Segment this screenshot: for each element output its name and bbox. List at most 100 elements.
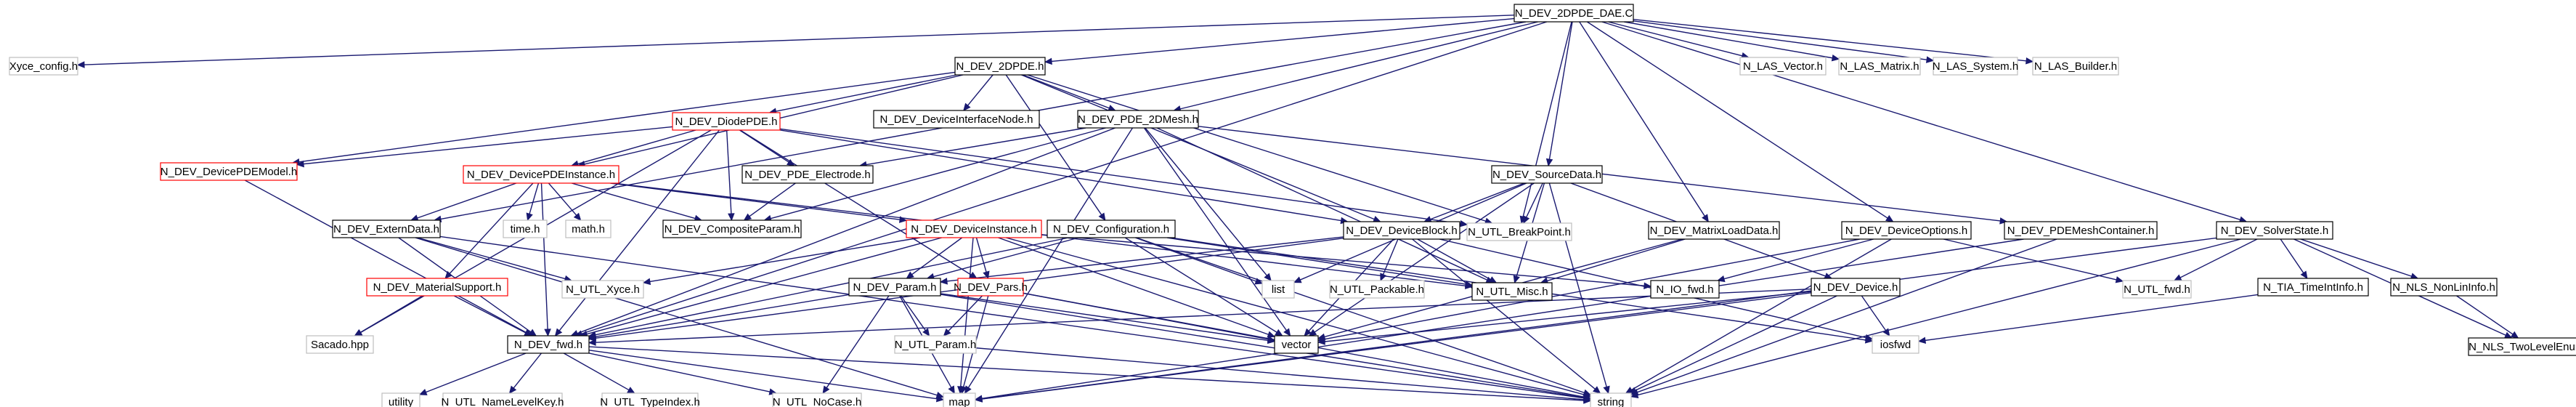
node-label: N_UTL_fwd.h — [2124, 283, 2190, 296]
node-nls-two-level[interactable]: N_NLS_TwoLevelEnum.h — [2468, 337, 2576, 356]
node-label: Sacado.hpp — [311, 339, 369, 351]
edge-tia_time_int-to-iosfwd — [1925, 294, 2259, 342]
node-label: N_DEV_2DPDE.h — [956, 60, 1044, 73]
node-composite-param[interactable]: N_DEV_CompositeParam.h — [662, 219, 802, 238]
node-dev-2dpde[interactable]: N_DEV_2DPDE.h — [954, 57, 1046, 76]
node-matrix-load-data[interactable]: N_DEV_MatrixLoadData.h — [1648, 221, 1780, 240]
node-utility: utility — [381, 392, 420, 407]
node-vector[interactable]: vector — [1274, 335, 1319, 354]
arrowhead-dev_param-to-utl_nocase — [822, 385, 830, 395]
node-box — [1838, 57, 1921, 76]
node-list: list — [1261, 280, 1295, 299]
node-solver-state[interactable]: N_DEV_SolverState.h — [2216, 221, 2333, 240]
edge-pde_2dmesh-to-pde_electrode — [866, 127, 1086, 166]
edge-dev_device-to-iosfwd — [1861, 295, 1887, 331]
edge-pde_2dmesh-to-composite_param — [770, 127, 1106, 219]
node-dev-param[interactable]: N_DEV_Param.h — [848, 278, 941, 297]
node-las-system: N_LAS_System.h — [1933, 57, 2018, 76]
node-pde-electrode[interactable]: N_DEV_PDE_Electrode.h — [741, 165, 874, 184]
node-iosfwd: iosfwd — [1872, 335, 1919, 354]
node-source-data[interactable]: N_DEV_SourceData.h — [1491, 165, 1603, 184]
node-pde-model[interactable]: N_DEV_DevicePDEModel.h — [160, 162, 298, 181]
node-label: string — [1598, 396, 1625, 407]
node-label: N_UTL_TypeIndex.h — [600, 396, 700, 407]
node-tia-time-int[interactable]: N_TIA_TimeIntInfo.h — [2257, 278, 2369, 297]
edge-source_data-to-device_block — [1430, 182, 1525, 220]
edge-dev_fwd-to-string — [588, 346, 1585, 401]
arrowhead-device_instance-to-vector — [1267, 331, 1276, 338]
edge-dev_device-to-map — [981, 292, 1812, 400]
arrowhead-dev_param-to-map — [948, 385, 955, 395]
node-utl-misc[interactable]: N_UTL_Misc.h — [1471, 282, 1553, 301]
node-box — [1077, 110, 1199, 129]
node-box — [565, 219, 612, 238]
arrowhead-pde_2dmesh-to-vector — [1283, 328, 1291, 337]
arrowhead-dev_2dpde-to-pde_2dmesh — [1108, 105, 1116, 112]
arrowhead-dev_device-to-iosfwd — [1882, 328, 1890, 337]
node-io-fwd[interactable]: N_IO_fwd.h — [1650, 280, 1720, 299]
node-math-h: math.h — [565, 219, 612, 238]
edge-solver_state-to-string — [1637, 238, 2241, 396]
edge-source_data-to-utl_breakpoint — [1526, 182, 1543, 218]
arrowhead-dev_pars-to-utl_param — [943, 328, 951, 337]
node-box — [9, 57, 78, 76]
node-label: N_IO_fwd.h — [1656, 283, 1713, 296]
node-label: Xyce_config.h — [9, 60, 78, 73]
node-nls-nonlin[interactable]: N_NLS_NonLinInfo.h — [2390, 278, 2498, 297]
node-utl-breakpoint: N_UTL_BreakPoint.h — [1466, 222, 1572, 241]
node-label: N_DEV_DiodePDE.h — [675, 116, 778, 128]
node-root[interactable]: N_DEV_2DPDE_DAE.C — [1513, 4, 1634, 23]
edge-dev_fwd-to-utl_nocase — [588, 352, 771, 392]
node-device-block[interactable]: N_DEV_DeviceBlock.h — [1343, 221, 1460, 240]
node-box — [1590, 392, 1632, 407]
node-extern-data[interactable]: N_DEV_ExternData.h — [332, 219, 441, 238]
node-box — [507, 335, 590, 354]
node-dev-iface-node[interactable]: N_DEV_DeviceInterfaceNode.h — [873, 110, 1040, 129]
node-pde-2dmesh[interactable]: N_DEV_PDE_2DMesh.h — [1077, 110, 1199, 129]
arrowhead-pde_instance-to-dev_fwd — [544, 329, 551, 337]
node-dev-fwd[interactable]: N_DEV_fwd.h — [507, 335, 590, 354]
node-label: N_UTL_NoCase.h — [773, 396, 862, 407]
edge-pde_electrode-to-composite_param — [749, 182, 796, 217]
edge-utl_param-to-string — [975, 347, 1585, 400]
node-box — [954, 57, 1046, 76]
node-pde-mesh-container[interactable]: N_DEV_PDEMeshContainer.h — [2004, 221, 2158, 240]
node-pde-instance[interactable]: N_DEV_DevicePDEInstance.h — [463, 165, 619, 184]
arrowhead-nls_nonlin-to-nls_two_level — [2510, 331, 2519, 339]
arrowhead-root-to-las_builder — [2026, 57, 2034, 65]
node-label: N_UTL_NameLevelKey.h — [442, 396, 564, 407]
edge-root-to-source_data — [1548, 21, 1573, 160]
node-dev-pars[interactable]: N_DEV_Pars.h — [954, 278, 1028, 297]
nodes-layer: N_DEV_2DPDE_DAE.C Xyce_config.h N_DEV_2DPD… — [9, 4, 2576, 407]
edge-root-to-las_vector — [1608, 21, 1743, 57]
arrowhead-solver_state-to-string — [1630, 391, 1639, 399]
node-label: N_DEV_DevicePDEInstance.h — [467, 169, 615, 181]
node-configuration[interactable]: N_DEV_Configuration.h — [1047, 219, 1176, 238]
arrowhead-dev_pars-to-map — [960, 385, 967, 395]
edge-pde_2dmesh-to-dev_fwd — [577, 127, 1116, 334]
arrowhead-configuration-to-vector — [1275, 329, 1283, 337]
node-device-instance[interactable]: N_DEV_DeviceInstance.h — [906, 219, 1042, 238]
node-dev-device[interactable]: N_DEV_Device.h — [1811, 278, 1901, 297]
node-diode-pde[interactable]: N_DEV_DiodePDE.h — [672, 112, 781, 131]
edge-extern_data-to-map — [415, 237, 938, 396]
arrowhead-device_block-to-dev_param — [939, 278, 948, 285]
arrowhead-dev_2dpde-to-device_block — [1373, 215, 1381, 222]
node-box — [1343, 221, 1460, 240]
edge-dev_device-to-string — [1635, 295, 1837, 391]
node-label: N_DEV_CompositeParam.h — [665, 223, 800, 235]
arrowhead-pde_instance-to-math_h — [573, 212, 582, 221]
node-device-options[interactable]: N_DEV_DeviceOptions.h — [1841, 221, 1972, 240]
edge-material_support-to-sacado — [359, 295, 423, 334]
edge-dev_2dpde-to-pde_model — [298, 71, 956, 163]
node-material-support[interactable]: N_DEV_MaterialSupport.h — [366, 278, 508, 297]
arrowhead-dev_2dpde-to-dev_iface_node — [963, 102, 971, 111]
edge-pde_instance-to-material_support — [449, 182, 534, 274]
edge-device_block-to-utl_packable — [1382, 238, 1399, 275]
node-label: N_DEV_DevicePDEModel.h — [161, 166, 297, 178]
node-utl-xyce: N_UTL_Xyce.h — [561, 280, 644, 299]
node-label: N_DEV_SolverState.h — [2221, 225, 2328, 237]
arrowhead-dev_fwd-to-map — [935, 395, 945, 403]
node-box — [1648, 221, 1780, 240]
